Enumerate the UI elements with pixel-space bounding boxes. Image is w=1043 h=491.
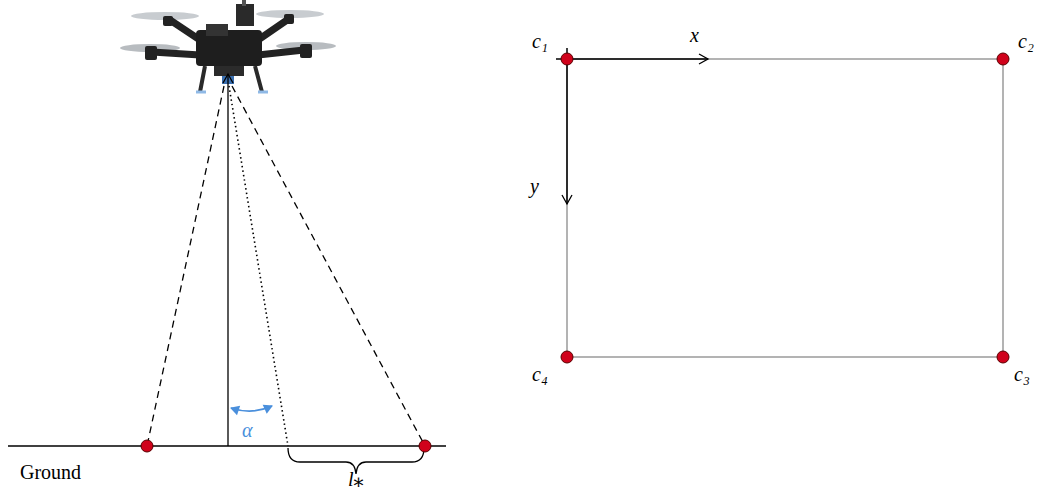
corner-dot: [997, 351, 1009, 363]
x-axis: [567, 58, 708, 60]
corner-label: c₃: [1014, 364, 1030, 384]
fov-edge: [147, 86, 224, 446]
ray-line: [229, 86, 288, 446]
corner-dot: [561, 351, 573, 363]
point-dot: [419, 440, 431, 452]
corner-label: c₁: [532, 31, 548, 51]
length-label: l⁎: [348, 469, 364, 489]
corner-label: c₄: [532, 364, 548, 384]
corner-label: c₂: [1018, 31, 1034, 51]
angle-arc: [231, 406, 272, 411]
point-dot: [141, 440, 153, 452]
ground-line: [8, 445, 446, 446]
fov-edge: [232, 86, 425, 446]
corner-dot: [561, 53, 573, 65]
axis-label: x: [690, 25, 699, 45]
ground-label: Ground: [20, 462, 81, 482]
corner-dot: [997, 53, 1009, 65]
image-frame: [567, 59, 1003, 357]
angle-label: α: [242, 420, 253, 440]
vertical-axis: [227, 74, 228, 446]
y-axis: [566, 59, 568, 204]
axis-label: y: [530, 176, 539, 196]
